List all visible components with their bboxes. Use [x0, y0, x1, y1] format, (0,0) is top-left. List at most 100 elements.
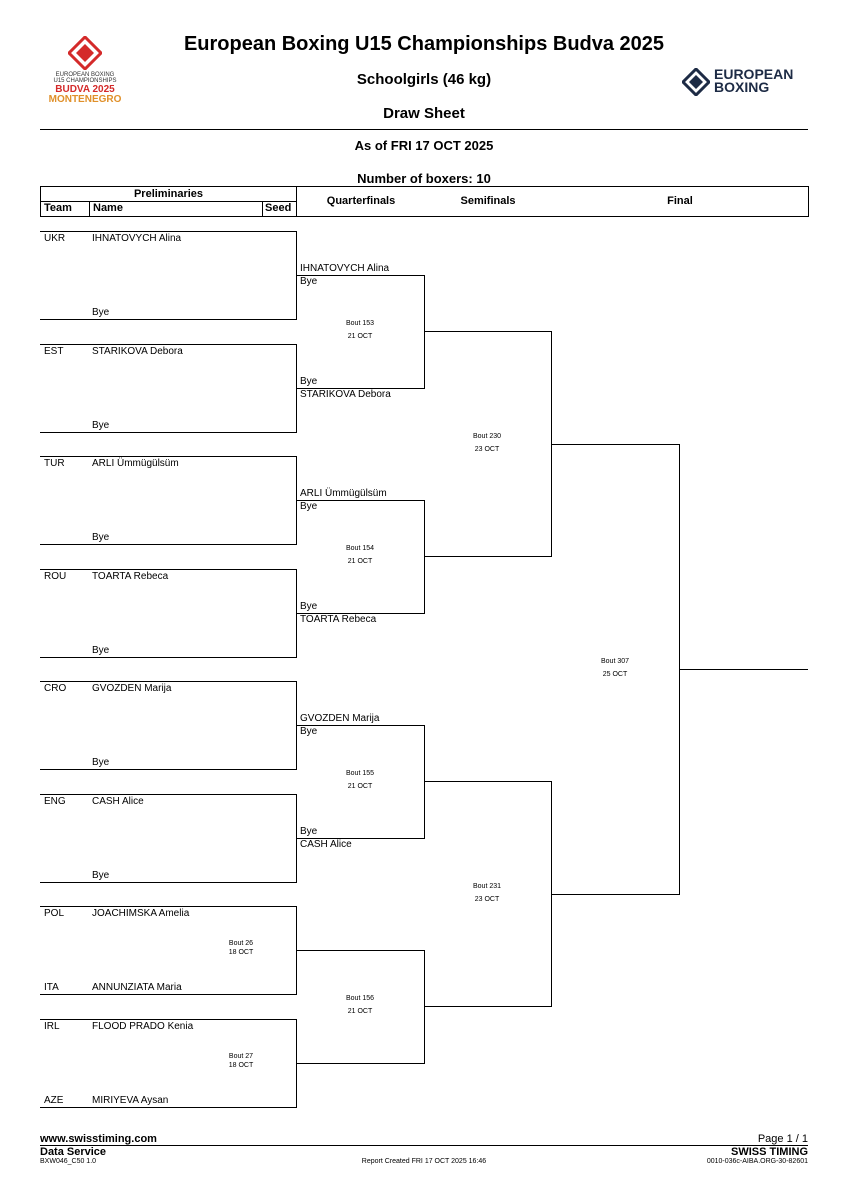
as-of-date: As of FRI 17 OCT 2025	[354, 138, 494, 153]
qf-line	[296, 950, 425, 951]
logo-text-3: BUDVA 2025	[55, 84, 115, 95]
prelim-line	[40, 544, 297, 545]
bout-number: Bout 27	[228, 1052, 254, 1060]
bout-number: Bout 26	[228, 940, 254, 947]
prelim-line	[40, 882, 297, 883]
bout-date: 25 OCT	[602, 670, 628, 678]
prelim-line	[40, 794, 297, 795]
team-code: EST	[44, 345, 64, 357]
qf-connector	[424, 500, 425, 614]
footer-brand: SWISS TIMING	[731, 1146, 808, 1158]
qf-boxer-name: Bye	[300, 825, 318, 837]
sf-line	[424, 1006, 552, 1007]
bout-date: 18 OCT	[228, 949, 254, 956]
header-name: Name	[93, 202, 123, 214]
championship-logo-icon	[68, 36, 102, 70]
boxer-name: Bye	[92, 419, 110, 431]
sf-line	[424, 556, 552, 557]
prelim-line	[40, 906, 297, 907]
footer-service: Data Service	[40, 1146, 107, 1158]
logo-text-1: EUROPEAN BOXING	[55, 72, 115, 78]
boxer-name: JOACHIMSKA Amelia	[92, 908, 190, 919]
bout-date: 21 OCT	[347, 1008, 373, 1015]
table-header: Preliminaries Team Name Seed Quarterfina…	[40, 186, 809, 217]
prelim-line	[40, 456, 297, 457]
boxer-name: GVOZDEN Marija	[92, 683, 172, 694]
boxer-name: Bye	[92, 307, 110, 318]
team-code: ENG	[44, 795, 66, 807]
boxer-name: FLOOD PRADO Kenia	[92, 1020, 194, 1032]
bout-number: Bout 155	[345, 770, 375, 777]
logo-text-boxing: BOXING	[714, 79, 770, 95]
qf-line	[296, 613, 425, 614]
boxer-name: Bye	[92, 644, 110, 656]
qf-connector	[424, 725, 425, 839]
footer-report-created: Report Created FRI 17 OCT 2025 16:46	[361, 1158, 487, 1165]
boxer-name: TOARTA Rebeca	[92, 570, 169, 582]
qf-boxer-name: ARLI Ümmügülsüm	[300, 488, 387, 499]
qf-boxer-name: Bye	[300, 375, 318, 387]
qf-boxer-name: CASH Alice	[300, 838, 352, 850]
qf-boxer-name: Bye	[300, 600, 318, 612]
header-preliminaries: Preliminaries	[133, 188, 204, 200]
bout-date: 18 OCT	[228, 1061, 254, 1069]
doc-type-title: Draw Sheet	[383, 105, 465, 122]
header-semifinals: Semifinals	[460, 195, 516, 207]
qf-line	[296, 1063, 425, 1064]
team-code: ROU	[44, 570, 67, 582]
qf-line	[296, 838, 425, 839]
championship-logo: EUROPEAN BOXING U15 CHAMPIONSHIPS BUDVA …	[40, 36, 130, 112]
sf-line	[424, 331, 552, 332]
boxer-name: ANNUNZIATA Maria	[92, 982, 182, 993]
qf-line	[296, 388, 425, 389]
qf-line	[296, 500, 425, 501]
qf-boxer-name: TOARTA Rebeca	[300, 613, 377, 625]
header-final: Final	[667, 195, 693, 207]
bout-number: Bout 156	[345, 995, 375, 1002]
qf-boxer-name: Bye	[300, 276, 318, 287]
final-line	[551, 894, 680, 895]
bout-number: Bout 153	[345, 320, 375, 327]
team-code: TUR	[44, 458, 65, 469]
qf-line	[296, 275, 425, 276]
prelim-line	[40, 1107, 297, 1108]
prelim-line	[40, 994, 297, 995]
event-title: European Boxing U15 Championships Budva …	[183, 33, 665, 55]
bout-number: Bout 307	[600, 657, 630, 665]
qf-line	[296, 725, 425, 726]
prelim-line	[40, 681, 297, 682]
qf-boxer-name: IHNATOVYCH Alina	[300, 263, 390, 274]
footer-website[interactable]: www.swisstiming.com	[40, 1133, 157, 1145]
prelim-line	[40, 319, 297, 320]
boxer-name: IHNATOVYCH Alina	[92, 233, 182, 244]
bout-number: Bout 230	[472, 433, 502, 441]
boxer-name: MIRIYEVA Aysan	[92, 1094, 169, 1106]
header-quarterfinals: Quarterfinals	[326, 195, 396, 207]
bout-date: 21 OCT	[347, 783, 373, 790]
prelim-line	[40, 569, 297, 570]
team-code: UKR	[44, 233, 66, 244]
boxer-name: ARLI Ümmügülsüm	[92, 458, 179, 469]
qf-connector	[424, 275, 425, 389]
logo-text-4: MONTENEGRO	[48, 94, 122, 105]
logo-text-european: EUROPEAN	[714, 66, 794, 82]
qf-boxer-name: GVOZDEN Marija	[300, 713, 380, 724]
bout-date: 23 OCT	[474, 896, 500, 904]
header-seed: Seed	[265, 202, 292, 214]
prelim-line	[40, 769, 297, 770]
header-team: Team	[44, 202, 72, 214]
sf-line	[424, 781, 552, 782]
prelim-line	[40, 657, 297, 658]
bout-date: 23 OCT	[474, 446, 500, 454]
team-code: CRO	[44, 683, 67, 694]
team-code: AZE	[44, 1094, 64, 1106]
logo-text-2: U15 CHAMPIONSHIPS	[53, 78, 117, 84]
footer-page: Page 1 / 1	[757, 1133, 808, 1145]
footer-code: BXW046_C50 1.0	[40, 1158, 97, 1165]
bout-date: 21 OCT	[347, 558, 373, 565]
header-divider	[40, 129, 808, 130]
prelim-line	[40, 344, 297, 345]
team-code: POL	[44, 908, 65, 919]
bout-date: 21 OCT	[347, 333, 373, 340]
